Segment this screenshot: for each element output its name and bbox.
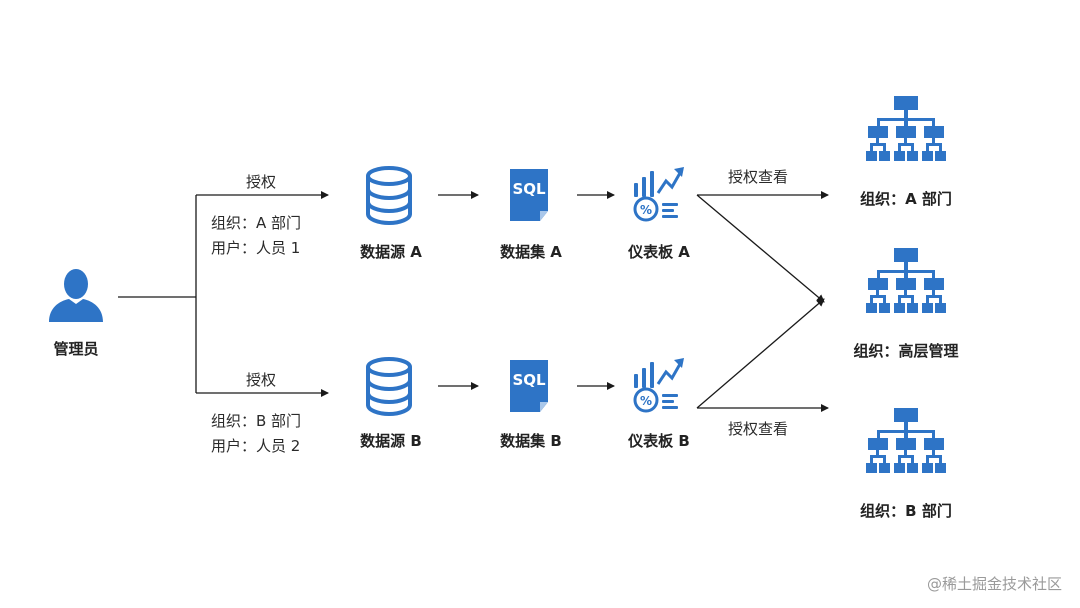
org-chart-icon — [866, 248, 946, 313]
grant-b-label: 授权 — [246, 371, 277, 389]
sql-file-icon: SQL — [510, 169, 548, 221]
grant-b-user-text: 用户：人员 2 — [211, 437, 301, 455]
sql-file-icon: SQL — [510, 360, 548, 412]
admin-label: 管理员 — [53, 340, 99, 358]
dash-a-to-mgmt-arrow — [696, 194, 825, 303]
database-icon — [366, 357, 412, 416]
grant-a-user-text: 用户：人员 1 — [211, 239, 301, 257]
dataset-a-label: 数据集 A — [500, 243, 562, 261]
dataset-b-label: 数据集 B — [500, 432, 562, 450]
org-mgmt-label: 组织：高层管理 — [853, 342, 959, 360]
watermark: @稀土掘金技术社区 — [926, 575, 1062, 593]
svg-text:%: % — [640, 394, 652, 408]
grant-a-org-text: 组织：A 部门 — [211, 214, 302, 232]
view-a-label: 授权查看 — [728, 168, 789, 186]
dash-b-to-mgmt-arrow — [696, 298, 825, 409]
grant-b-org-text: 组织：B 部门 — [211, 412, 302, 430]
org-chart-icon — [866, 408, 946, 473]
datasource-a-label: 数据源 A — [360, 243, 422, 261]
grant-a-label: 授权 — [246, 173, 277, 191]
svg-text:SQL: SQL — [512, 371, 546, 389]
dashboard-a-label: 仪表板 A — [628, 243, 690, 261]
datasource-b-label: 数据源 B — [360, 432, 422, 450]
svg-text:SQL: SQL — [512, 180, 546, 198]
dashboard-chart-icon: % — [633, 167, 684, 222]
org-b-label: 组织：B 部门 — [860, 502, 952, 520]
person-icon — [49, 269, 103, 322]
dashboard-chart-icon: % — [633, 358, 684, 413]
view-b-label: 授权查看 — [728, 420, 789, 438]
dashboard-b-label: 仪表板 B — [628, 432, 690, 450]
database-icon — [366, 166, 412, 225]
org-a-label: 组织：A 部门 — [860, 190, 952, 208]
org-chart-icon — [866, 96, 946, 161]
svg-text:%: % — [640, 203, 652, 217]
